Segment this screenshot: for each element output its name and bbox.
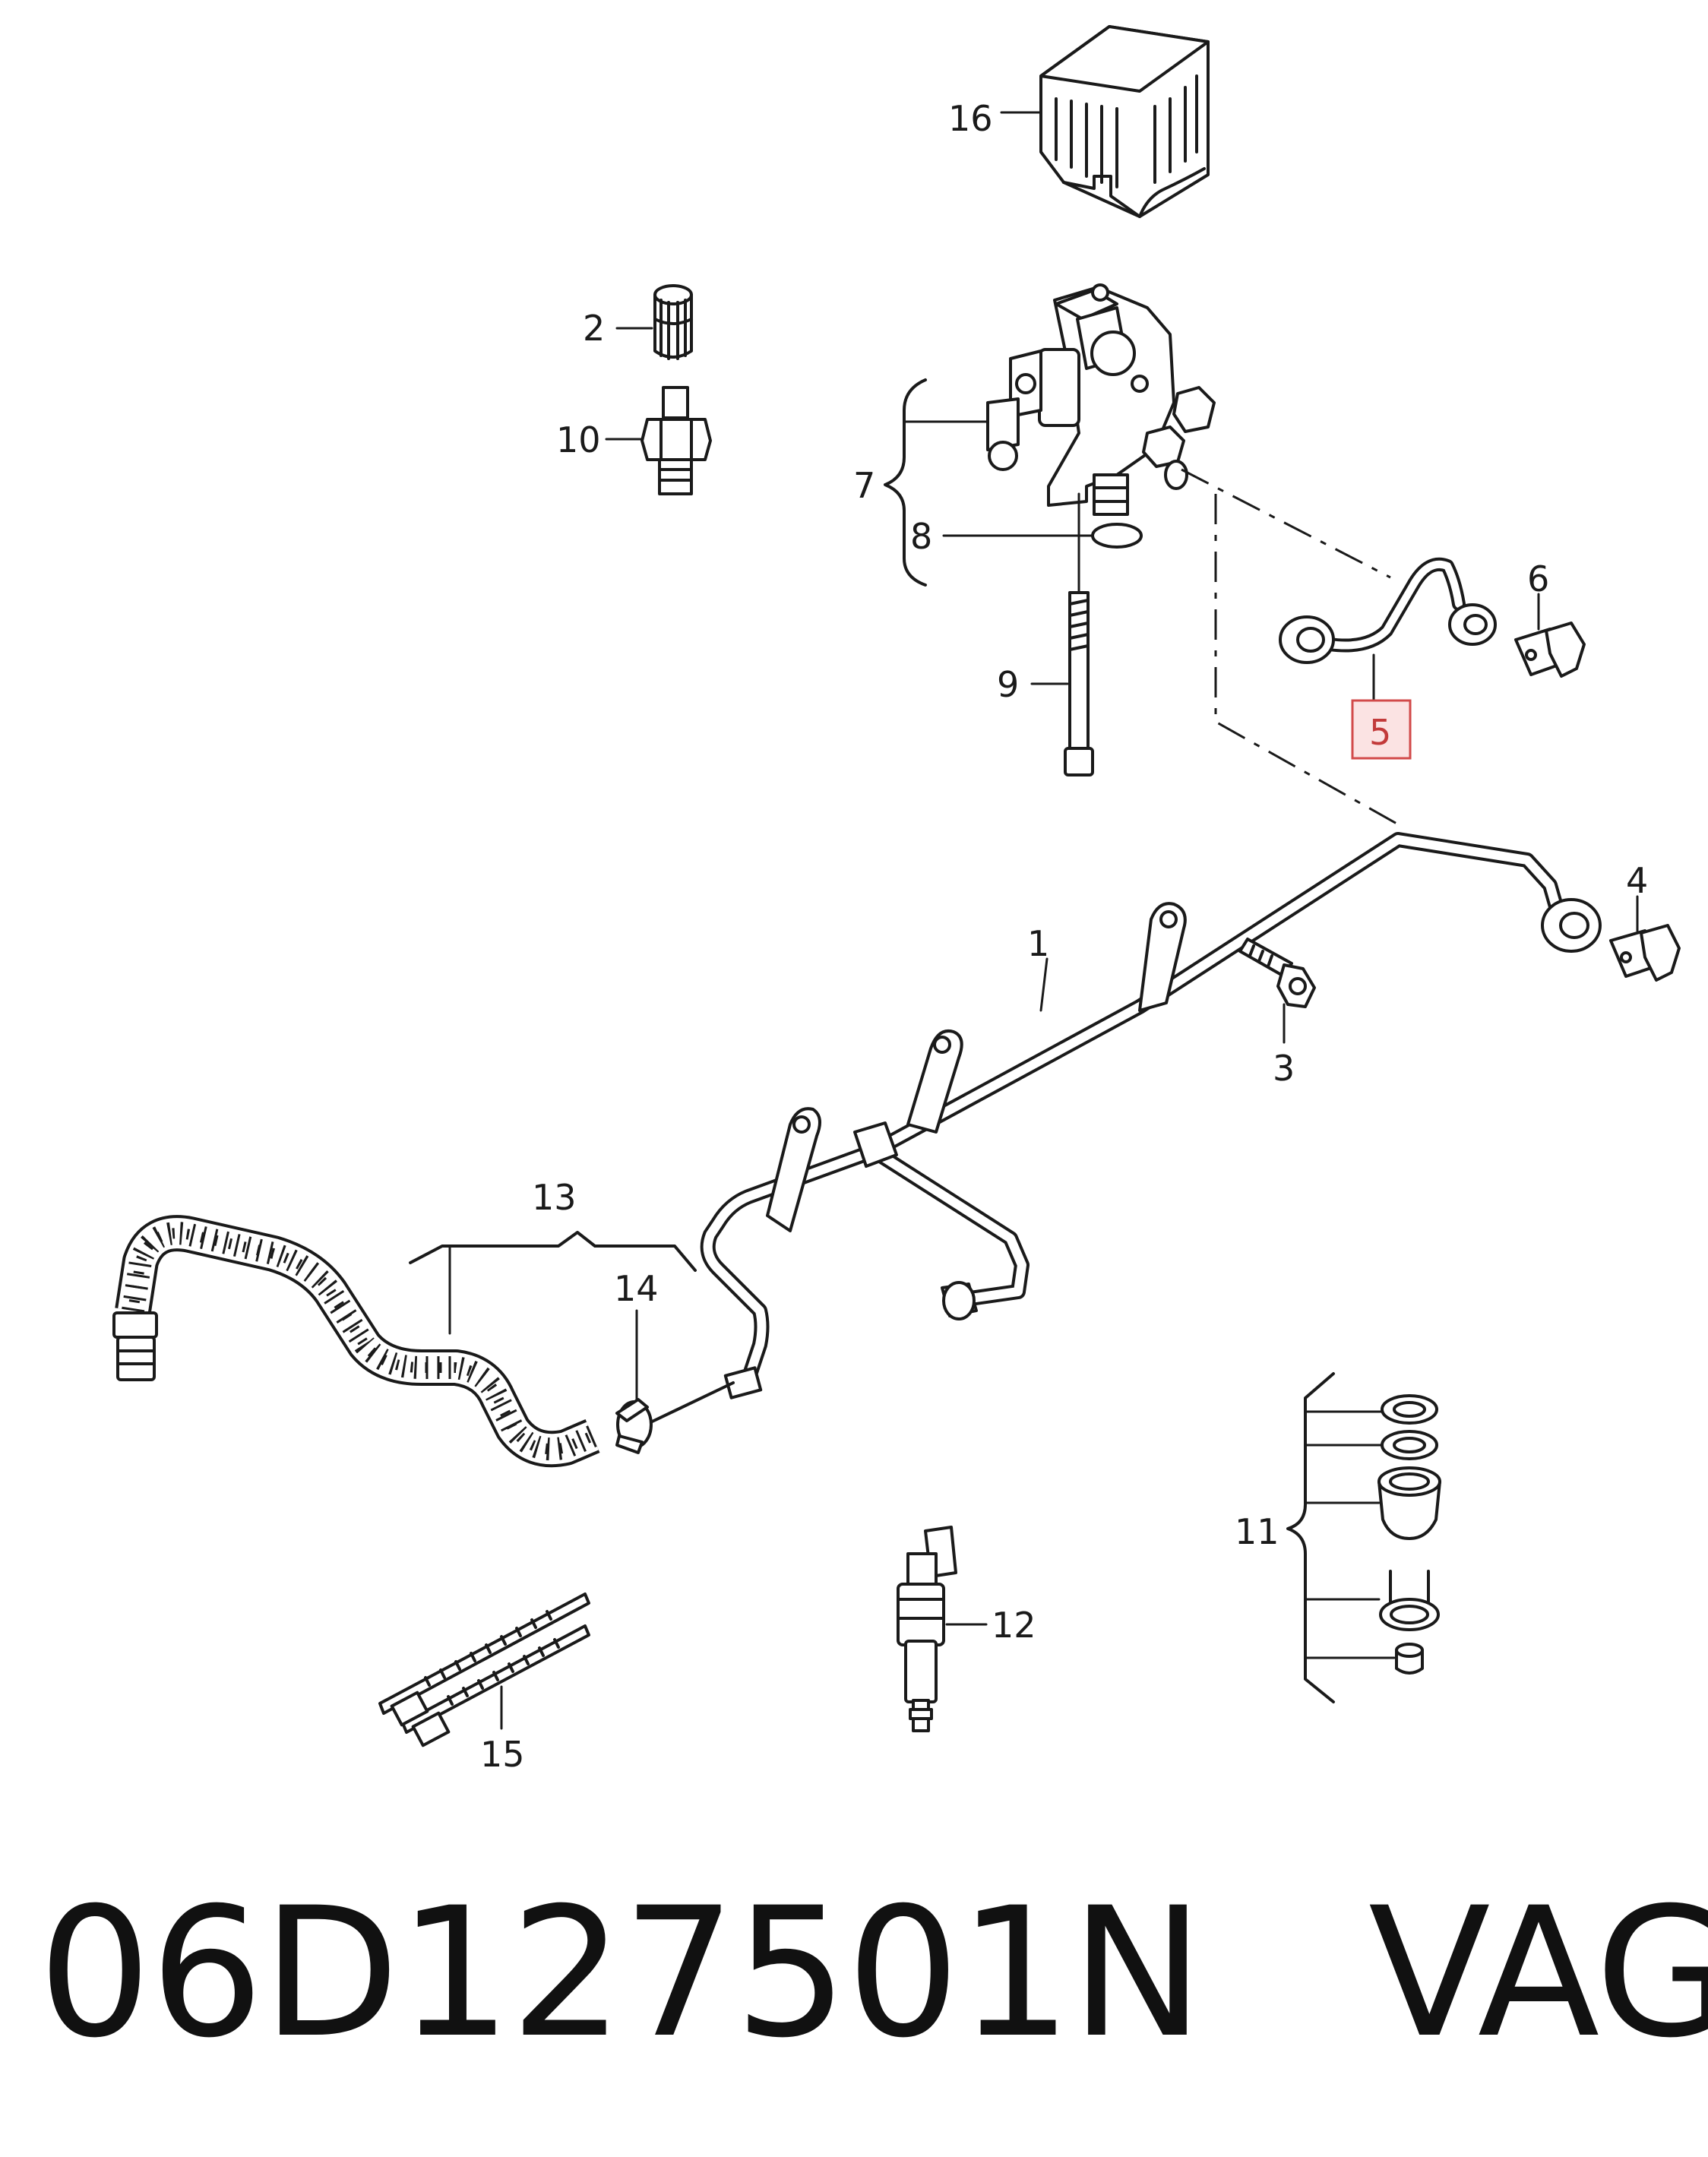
caption-gap (1203, 1870, 1368, 2077)
part-10-sensor (640, 386, 712, 495)
part-4-banjo-bolt (1609, 924, 1681, 982)
callout-12: 12 (992, 1605, 1036, 1646)
callout-16: 16 (948, 98, 993, 139)
part-5-pressure-pipe (1279, 557, 1497, 664)
part-number-caption: 06D127501N VAG (38, 1884, 1708, 2063)
callout-1: 1 (1027, 923, 1049, 964)
callout-6: 6 (1527, 558, 1549, 599)
part-12-injector (897, 1526, 957, 1732)
callout-13: 13 (532, 1177, 577, 1218)
assembly-line-6 (1181, 468, 1391, 579)
callout-5: 5 (1369, 712, 1391, 753)
brand-name: VAG (1368, 1870, 1708, 2077)
part-14-clamp (615, 1398, 653, 1454)
bracket-11 (1286, 1372, 1335, 1703)
callout-3: 3 (1273, 1048, 1295, 1089)
high-pressure-pump (986, 283, 1216, 516)
callout-2: 2 (583, 308, 605, 349)
part-number: 06D127501N (38, 1870, 1204, 2077)
assembly-line-4 (1214, 494, 1399, 826)
leader-1 (1039, 957, 1049, 1012)
callout-4: 4 (1626, 860, 1648, 901)
bracket-7 (884, 378, 927, 587)
part-15-cable-ties (378, 1592, 590, 1747)
highlight-box-5 (1351, 699, 1412, 760)
callout-11: 11 (1235, 1511, 1279, 1552)
part-1-fuel-rail (700, 832, 1602, 1400)
bracket-13 (409, 1231, 697, 1272)
callout-8: 8 (910, 516, 932, 557)
callout-10: 10 (556, 419, 601, 460)
callout-14: 14 (614, 1268, 659, 1309)
part-8-o-ring (1091, 523, 1143, 549)
part-9-bolt (1064, 492, 1094, 776)
part-11-seal-kit (1304, 1394, 1441, 1675)
part-13-hose (112, 1215, 735, 1468)
part-6-banjo-bolt (1514, 621, 1586, 678)
part-16-cover (1039, 25, 1210, 218)
callout-15: 15 (480, 1734, 525, 1775)
callout-9: 9 (997, 664, 1019, 705)
callout-7: 7 (853, 465, 875, 506)
part-2-filter (653, 284, 693, 360)
part-3-bolt (1238, 938, 1316, 1008)
